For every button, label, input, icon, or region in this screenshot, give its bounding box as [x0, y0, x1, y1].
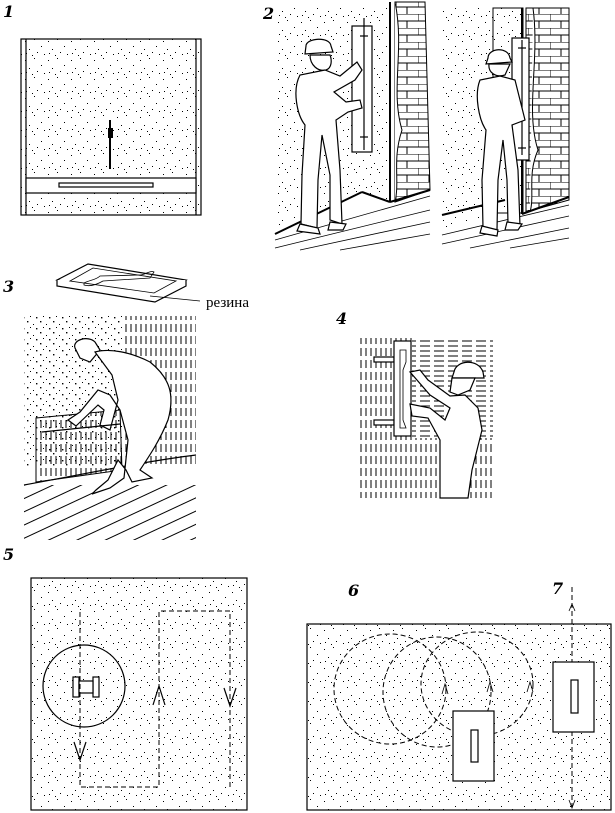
figure-3: 3 резина — [3, 263, 249, 540]
direction-arrow-down — [223, 687, 237, 708]
figure-4: 4 — [336, 309, 493, 499]
worker — [408, 361, 485, 499]
figure-5: 5 — [3, 545, 248, 811]
worker — [295, 38, 363, 235]
figure-3-scene — [23, 316, 197, 540]
figure-2-right-scene — [441, 5, 570, 249]
figure-1-number: 1 — [3, 2, 14, 21]
figure-5-number: 5 — [3, 545, 14, 564]
figure-3-number: 3 — [3, 277, 14, 296]
figure-2: 2 — [262, 1, 570, 251]
direction-arrow-down — [568, 799, 576, 810]
serpentine-motion-path — [79, 610, 231, 788]
direction-arrow-up — [568, 602, 576, 612]
stroke-direction-arrow — [108, 120, 113, 169]
float-handle — [470, 729, 479, 763]
figure-6-overlapping-circles — [333, 631, 534, 782]
rubber-callout-label: резина — [206, 295, 249, 311]
figure-2-number: 2 — [262, 4, 274, 23]
direction-arrow-down — [73, 741, 87, 762]
figure-4-scene — [360, 338, 493, 499]
float-icon — [72, 676, 100, 698]
long-float — [351, 25, 373, 153]
rubber-float-tool: резина — [55, 263, 249, 311]
figure-6-7: 6 7 — [306, 579, 612, 811]
figure-1: 1 — [3, 2, 202, 216]
float — [393, 340, 412, 437]
worker — [66, 338, 172, 495]
worker — [476, 49, 526, 237]
circular-motion-path — [42, 644, 126, 728]
figure-6-number: 6 — [348, 581, 359, 600]
figure-7-number: 7 — [552, 579, 563, 598]
figure-5-wall — [30, 577, 248, 811]
direction-arrow-up — [152, 684, 166, 706]
figure-2-left-scene — [274, 1, 431, 251]
float-handle — [570, 679, 579, 714]
figure-7-vertical-motion — [552, 587, 595, 810]
figure-4-number: 4 — [336, 309, 347, 328]
guide-rule — [58, 182, 154, 188]
